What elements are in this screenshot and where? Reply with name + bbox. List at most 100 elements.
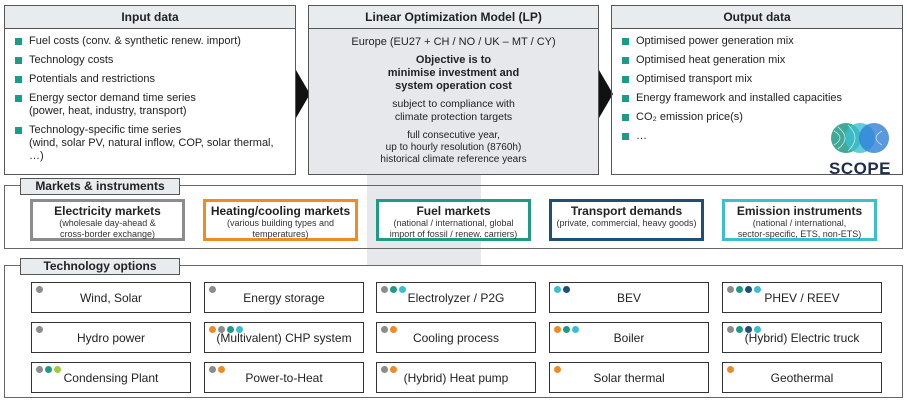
markets-label: Markets & instruments [20,178,180,195]
sector-dot-icon [554,326,561,333]
arrow-right-icon [296,70,310,118]
technology-option: Solar thermal [549,362,709,393]
sector-dot-icon [209,286,216,293]
markets-container [4,185,903,249]
sector-dot-icon [236,326,243,333]
sector-dots [381,326,397,333]
technology-option: (Hybrid) Electric truck [722,322,882,353]
sector-dot-icon [381,286,388,293]
sector-dots [209,326,243,333]
sector-dot-icon [209,326,216,333]
sector-dot-icon [45,366,52,373]
technology-option: Electrolyzer / P2G [376,282,536,313]
technology-option: Wind, Solar [31,282,191,313]
technology-label-text: Cooling process [412,331,500,345]
list-item: Potentials and restrictions [15,73,289,86]
sector-dot-icon [554,286,561,293]
market-box: Emission instruments(national / internat… [722,199,877,241]
list-item: Energy framework and installed capacitie… [622,92,896,105]
sector-dots [381,286,406,293]
market-title: Emission instruments [736,204,863,218]
sector-dots [36,326,43,333]
model-scope: Europe (EU27 + CH / NO / UK – MT / CY) [351,36,556,48]
technology-label-text: Power-to-Heat [245,371,323,385]
sector-dot-icon [754,326,761,333]
sector-dot-icon [754,286,761,293]
technology-label-text: Electrolyzer / P2G [407,291,505,305]
technology-option: Power-to-Heat [204,362,364,393]
list-item: Optimised transport mix [622,73,896,86]
sector-dot-icon [36,286,43,293]
sector-dot-icon [727,326,734,333]
market-title: Transport demands [570,204,683,218]
market-title: Heating/cooling markets [210,204,351,218]
market-subtitle: (national / international, global import… [389,218,518,239]
market-subtitle: (various building types and temperatures… [226,218,335,239]
list-item: Technology costs [15,54,289,67]
output-data-box: Output data Optimised power generation m… [611,5,903,178]
sector-dot-icon [736,326,743,333]
market-subtitle: (national / international, sector-specif… [737,218,862,239]
sector-dot-icon [36,326,43,333]
technology-option: Geothermal [722,362,882,393]
technology-label-text: (Hybrid) Heat pump [403,371,509,385]
model-resolution: full consecutive year, up to hourly reso… [380,130,527,165]
sector-dots [727,286,761,293]
technology-label-text: BEV [616,291,641,305]
list-item: Optimised power generation mix [622,35,896,48]
sector-dots [209,286,216,293]
sector-dots [209,366,225,373]
technology-label-text: Geothermal [770,371,834,385]
sector-dot-icon [390,286,397,293]
sector-dot-icon [54,366,61,373]
sector-dot-icon [390,326,397,333]
list-item: Energy sector demand time series (power,… [15,92,289,118]
sector-dots [36,366,61,373]
technology-option: Condensing Plant [31,362,191,393]
technology-option: (Hybrid) Heat pump [376,362,536,393]
sector-dots [554,366,561,373]
market-box: Electricity markets(wholesale day-ahead … [30,199,185,241]
sector-dots [727,366,734,373]
technology-label-text: (Hybrid) Electric truck [744,331,860,345]
list-item: Technology-specific time series (wind, s… [15,124,289,163]
technology-option: Energy storage [204,282,364,313]
technology-label-text: Condensing Plant [63,371,159,385]
market-title: Electricity markets [54,204,161,218]
model-objective: Objective is to minimise investment and … [387,54,520,92]
list-item: Optimised heat generation mix [622,54,896,67]
sector-dot-icon [554,366,561,373]
sector-dot-icon [563,286,570,293]
sector-dot-icon [218,366,225,373]
sector-dot-icon [736,286,743,293]
market-box: Fuel markets(national / international, g… [376,199,531,241]
technology-option: PHEV / REEV [722,282,882,313]
market-title: Fuel markets [416,204,491,218]
technology-label-text: PHEV / REEV [764,291,840,305]
list-item: … [622,130,896,143]
model-box: Linear Optimization Model (LP) Europe (E… [308,5,599,175]
technology-option: BEV [549,282,709,313]
sector-dot-icon [745,326,752,333]
technology-label-text: Boiler [613,331,645,345]
sector-dot-icon [227,326,234,333]
scope-logo-text: SCOPE [828,159,892,178]
sector-dot-icon [727,286,734,293]
sector-dots [36,286,43,293]
input-data-box: Input data Fuel costs (conv. & synthetic… [4,5,296,175]
sector-dots [727,326,761,333]
technology-option: Hydro power [31,322,191,353]
sector-dot-icon [209,366,216,373]
list-item: Fuel costs (conv. & synthetic renew. imp… [15,35,289,48]
market-subtitle: (wholesale day-ahead & cross-border exch… [59,218,156,239]
technology-label-text: Hydro power [76,331,146,345]
technology-label-text: Solar thermal [593,371,665,385]
sector-dot-icon [563,326,570,333]
technology-label-text: (Multivalent) CHP system [216,331,352,345]
technology-option: (Multivalent) CHP system [204,322,364,353]
sector-dot-icon [381,326,388,333]
sector-dot-icon [399,286,406,293]
technology-label: Technology options [20,258,180,275]
scope-logo: SCOPE [824,121,896,178]
